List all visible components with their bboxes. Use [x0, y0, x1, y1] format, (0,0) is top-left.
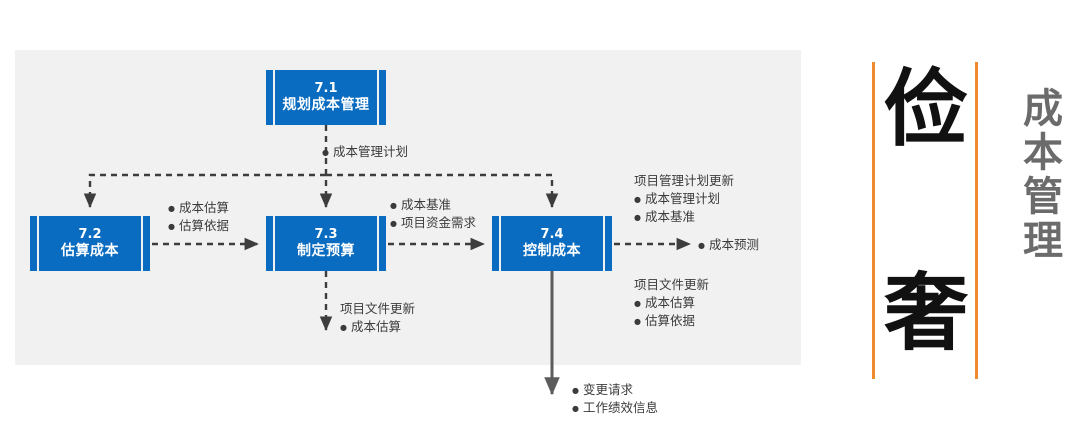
vertical-title: 成本管理 [1016, 87, 1062, 263]
annotation-project-management-plan-updates: 项目管理计划更新 成本管理计划 成本基准 [634, 172, 734, 226]
annotation-header: 项目文件更新 [634, 277, 710, 292]
process-label: 制定预算 [297, 242, 355, 259]
annotation-item: 项目资金需求 [390, 214, 476, 232]
process-number: 7.1 [314, 80, 338, 96]
annotation-item: 成本管理计划 [322, 143, 408, 161]
annotation-item: 成本基准 [390, 196, 476, 214]
box-inner-rule-left [37, 216, 39, 271]
box-inner-rule-right [603, 216, 605, 271]
annotation-item: 估算依据 [634, 312, 709, 330]
annotation-item: 变更请求 [572, 381, 658, 399]
box-inner-rule-right [377, 216, 379, 271]
title-panel: 俭 奢 成本管理 [862, 55, 1080, 385]
big-character-she: 奢 [884, 264, 969, 362]
annotation-control-cost-outputs: 变更请求 工作绩效信息 [572, 381, 658, 417]
box-inner-rule-left [273, 216, 275, 271]
annotation-item: 成本预测 [698, 236, 759, 254]
annotation-item: 工作绩效信息 [572, 399, 658, 417]
process-box-7-3[interactable]: 7.3 制定预算 [266, 216, 386, 271]
annotation-project-document-updates-7-4: 项目文件更新 成本估算 估算依据 [634, 276, 709, 330]
accent-rule-right [975, 62, 978, 379]
big-character-jian: 俭 [884, 60, 969, 158]
process-label: 控制成本 [523, 242, 581, 259]
process-number: 7.2 [78, 226, 102, 242]
annotation-cost-estimates-output: 成本估算 估算依据 [168, 199, 229, 235]
process-number: 7.4 [540, 226, 564, 242]
box-inner-rule-right [377, 70, 379, 125]
process-box-7-2[interactable]: 7.2 估算成本 [30, 216, 150, 271]
annotation-item: 成本管理计划 [634, 190, 734, 208]
annotation-item: 成本估算 [340, 318, 415, 336]
process-number: 7.3 [314, 226, 338, 242]
process-label: 规划成本管理 [282, 96, 370, 113]
accent-rule-left [872, 62, 875, 379]
process-box-7-1[interactable]: 7.1 规划成本管理 [266, 70, 386, 125]
box-inner-rule-left [499, 216, 501, 271]
annotation-project-document-updates-7-3: 项目文件更新 成本估算 [340, 300, 415, 336]
annotation-item: 估算依据 [168, 217, 229, 235]
annotation-item: 成本估算 [168, 199, 229, 217]
annotation-cost-management-plan: 成本管理计划 [322, 143, 408, 161]
box-inner-rule-right [141, 216, 143, 271]
annotation-item: 成本估算 [634, 294, 709, 312]
annotation-header: 项目管理计划更新 [634, 173, 735, 188]
annotation-item: 成本基准 [634, 208, 734, 226]
annotation-header: 项目文件更新 [340, 301, 416, 316]
process-box-7-4[interactable]: 7.4 控制成本 [492, 216, 612, 271]
box-inner-rule-left [273, 70, 275, 125]
process-label: 估算成本 [61, 242, 119, 259]
annotation-cost-forecast-output: 成本预测 [698, 236, 759, 254]
annotation-cost-baseline-output: 成本基准 项目资金需求 [390, 196, 476, 232]
